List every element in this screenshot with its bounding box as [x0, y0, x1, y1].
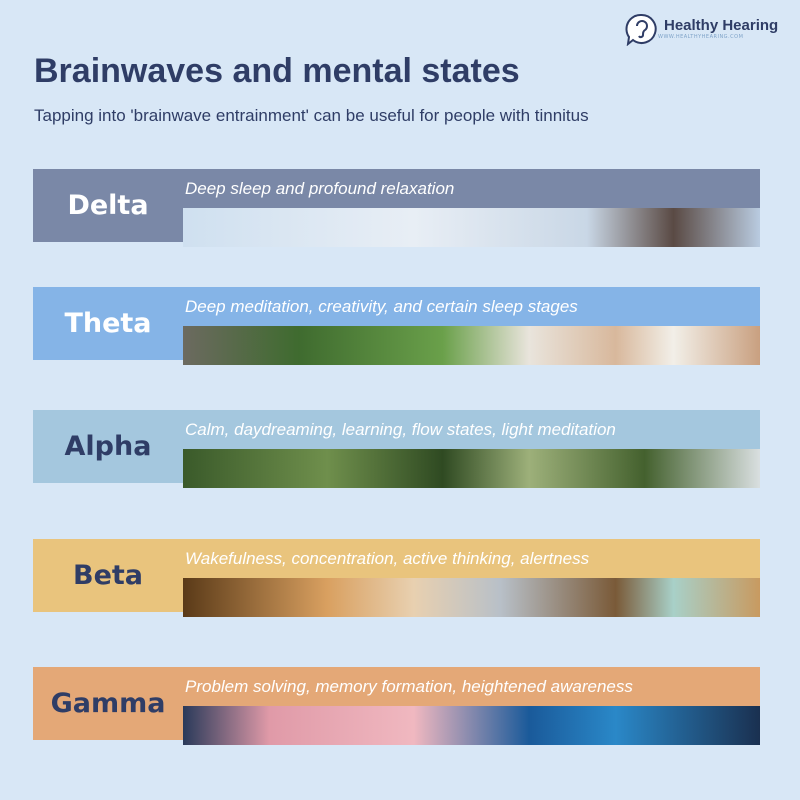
page-title: Brainwaves and mental states — [34, 52, 520, 90]
wave-row-theta: Theta Deep meditation, creativity, and c… — [33, 287, 760, 365]
logo-url: WWW.HEALTHYHEARING.COM — [658, 34, 744, 40]
wave-row-delta: Delta Deep sleep and profound relaxation — [33, 169, 760, 247]
wave-description: Wakefulness, concentration, active think… — [183, 539, 760, 578]
wave-name: Alpha — [33, 410, 183, 483]
wave-row-gamma: Gamma Problem solving, memory formation,… — [33, 667, 760, 745]
ear-speech-bubble-icon — [625, 13, 657, 46]
wave-photo — [183, 208, 760, 247]
wave-description: Calm, daydreaming, learning, flow states… — [183, 410, 760, 449]
wave-name: Delta — [33, 169, 183, 242]
wave-name: Beta — [33, 539, 183, 612]
wave-description: Deep sleep and profound relaxation — [183, 169, 760, 208]
wave-description: Problem solving, memory formation, heigh… — [183, 667, 760, 706]
wave-photo — [183, 706, 760, 745]
logo-name: Healthy Hearing — [664, 17, 779, 34]
wave-row-beta: Beta Wakefulness, concentration, active … — [33, 539, 760, 617]
wave-name: Theta — [33, 287, 183, 360]
wave-row-alpha: Alpha Calm, daydreaming, learning, flow … — [33, 410, 760, 488]
wave-description: Deep meditation, creativity, and certain… — [183, 287, 760, 326]
wave-photo — [183, 449, 760, 488]
wave-photo — [183, 578, 760, 617]
wave-name: Gamma — [33, 667, 183, 740]
wave-photo — [183, 326, 760, 365]
subtitle: Tapping into 'brainwave entrainment' can… — [34, 106, 589, 125]
